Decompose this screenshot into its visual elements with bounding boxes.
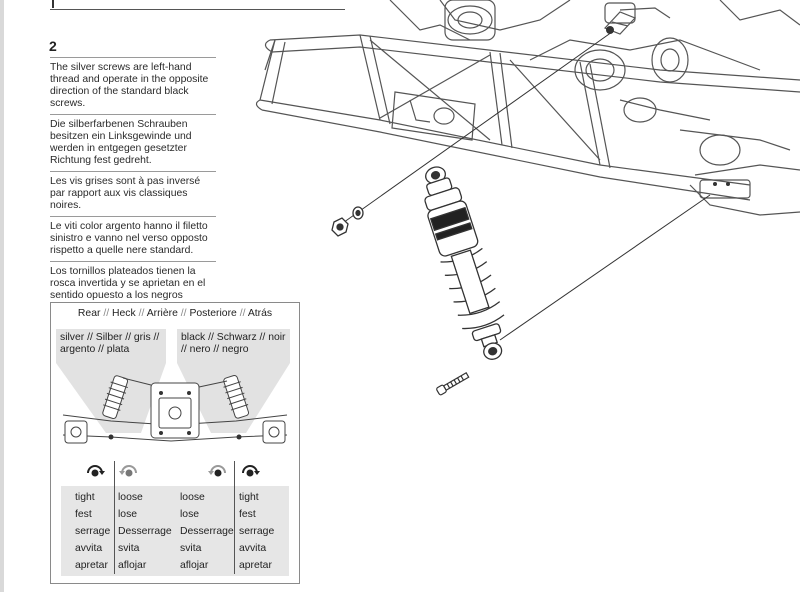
word: aflojar [180, 560, 209, 571]
counterclockwise-arrow-icon [119, 465, 137, 477]
column-silver-tight: tight fest serrage avvita apretar [75, 489, 133, 574]
header-posteriore: Posteriore [189, 308, 237, 319]
header-rear: Rear [77, 308, 101, 319]
header-heck: Heck [112, 308, 136, 319]
word: apretar [239, 560, 272, 571]
instruction-english: The silver screws are left-hand thread a… [50, 57, 216, 114]
word: tight [239, 492, 259, 503]
black-label: black // Schwarz // noir // nero // negr… [181, 332, 286, 356]
page-edge [0, 0, 4, 592]
separator: // [180, 308, 187, 319]
header-atras: Atrás [247, 308, 273, 319]
silver-label-panel: silver // Silber // gris // argento // p… [56, 329, 166, 363]
counterclockwise-arrow-icon [242, 465, 260, 477]
rear-suspension-illustration [56, 363, 290, 444]
word: svita [180, 543, 202, 554]
section-marker [52, 0, 54, 8]
word: aflojar [118, 560, 147, 571]
word: avvita [75, 543, 103, 554]
instruction-list: The silver screws are left-hand thread a… [50, 57, 216, 318]
step-number: 2 [49, 38, 57, 54]
header-arriere: Arrière [146, 308, 178, 319]
instruction-french: Les vis grises sont à pas inversé par ra… [50, 171, 216, 216]
column-black-tight: tight fest serrage avvita apretar [239, 489, 297, 574]
silver-label-line2: argento // plata [60, 344, 130, 355]
black-label-line2: // nero // negro [181, 344, 249, 355]
instruction-german: Die silberfarbenen Schrauben besitzen ei… [50, 114, 216, 171]
separator: // [239, 308, 246, 319]
black-label-line1: black // Schwarz // noir [181, 332, 286, 343]
column-black-loose: loose lose Desserrage svita aflojar [180, 489, 238, 574]
word: tight [75, 492, 95, 503]
word: lose [180, 509, 200, 520]
word: svita [118, 543, 140, 554]
column-divider [114, 461, 115, 574]
word: loose [118, 492, 143, 503]
shock-assembly-diagram [255, 0, 800, 396]
torque-table-background [61, 486, 289, 576]
word: Desserrage [180, 526, 234, 537]
word: serrage [239, 526, 275, 537]
word: lose [118, 509, 138, 520]
clockwise-arrow-icon [87, 465, 105, 477]
top-rule [50, 9, 345, 10]
word: serrage [75, 526, 111, 537]
separator: // [103, 308, 110, 319]
word: fest [239, 509, 256, 520]
silver-label: silver // Silber // gris // argento // p… [60, 332, 159, 356]
instruction-italian: Le viti color argento hanno il filetto s… [50, 216, 216, 261]
column-divider [234, 461, 235, 574]
black-label-panel: black // Schwarz // noir // nero // negr… [177, 329, 290, 363]
word: Desserrage [118, 526, 172, 537]
thread-direction-reference: Rear // Heck // Arrière // Posteriore //… [50, 302, 300, 584]
clockwise-arrow-icon [208, 465, 226, 477]
separator: // [138, 308, 145, 319]
column-silver-loose: loose lose Desserrage svita aflojar [118, 489, 176, 574]
silver-label-line1: silver // Silber // gris // [60, 332, 160, 343]
word: loose [180, 492, 205, 503]
word: fest [75, 509, 92, 520]
word: avvita [239, 543, 267, 554]
word: apretar [75, 560, 108, 571]
reference-header: Rear // Heck // Arrière // Posteriore //… [51, 308, 299, 319]
